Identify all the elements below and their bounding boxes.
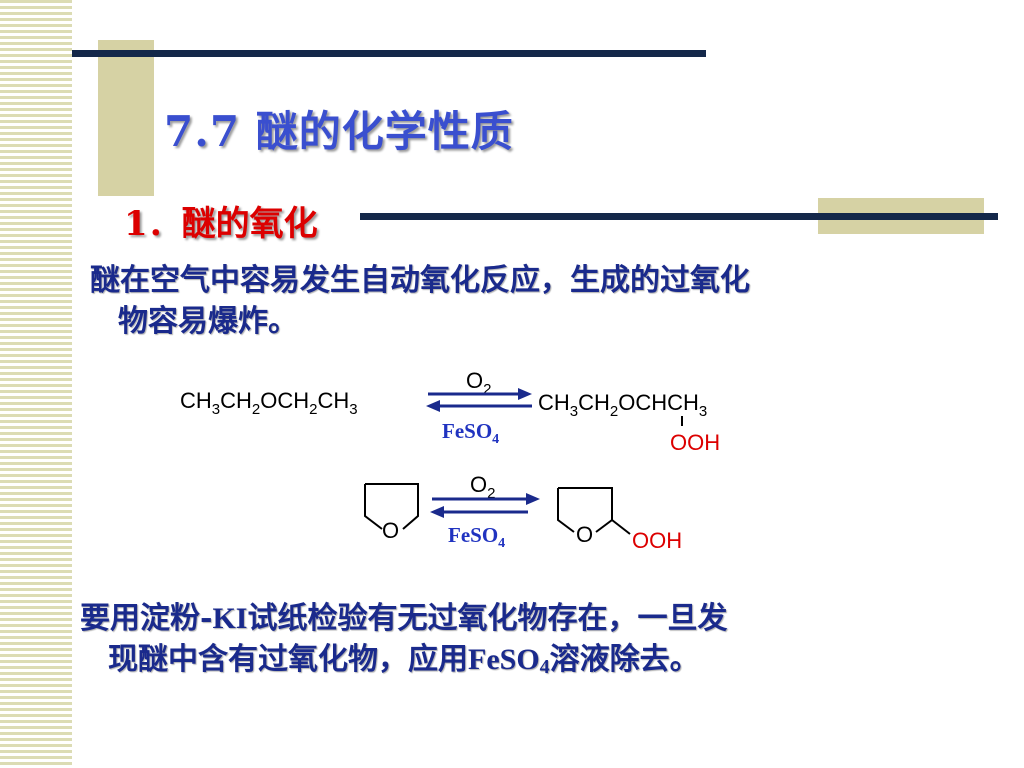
top-divider-bar xyxy=(72,50,706,57)
olive-accent-block xyxy=(98,40,154,196)
subtitle-divider-bar xyxy=(360,213,998,220)
hydroperoxy-group-1: OOH xyxy=(670,430,720,455)
reagent-oxygen-2: O2 xyxy=(470,472,495,502)
peroxide-test-note: 要用淀粉-KI试纸检验有无过氧化物存在，一旦发 现醚中含有过氧化物，应用FeSO… xyxy=(80,598,990,688)
thf-ring-oxygen: O xyxy=(382,518,399,543)
product-ring-left xyxy=(557,488,575,533)
product-ether-hydroperoxide: CH3CH2OCHCH3 xyxy=(538,390,707,420)
reagent-ferrous-sulfate-2: FeSO4 xyxy=(448,523,505,551)
reverse-arrow-head xyxy=(426,400,440,412)
description-line-1: 醚在空气中容易发生自动氧化反应，生成的过氧化 xyxy=(90,263,750,298)
note-line-1: 要用淀粉-KI试纸检验有无过氧化物存在，一旦发 xyxy=(80,601,728,636)
thf-ring-left xyxy=(364,484,383,530)
hydroperoxy-group-2: OOH xyxy=(632,528,682,553)
description-line-2: 物容易爆炸。 xyxy=(118,304,298,339)
reaction-1: CH3CH2OCH2CH3 O2 FeSO4 CH3CH2OCHCH3 OOH xyxy=(180,368,720,455)
oxidation-description: 醚在空气中容易发生自动氧化反应，生成的过氧化 物容易爆炸。 xyxy=(90,260,990,342)
thf-ring-right xyxy=(365,483,419,530)
side-stripe-decoration xyxy=(0,0,72,768)
product-ring-oxygen: O xyxy=(576,522,593,547)
reaction-2: O O2 FeSO4 O OOH xyxy=(364,472,682,553)
reverse-arrow-head-2 xyxy=(430,506,444,518)
product-ring-substituent-bond xyxy=(611,519,631,535)
section-heading: 1．醚的氧化 xyxy=(124,204,318,244)
ki-formula: KI xyxy=(212,602,248,635)
note-line-2: 现醚中含有过氧化物，应用FeSO4溶液除去。 xyxy=(108,642,700,678)
slide-title: 7.7 醚的化学性质 xyxy=(164,107,514,156)
forward-arrow-head-2 xyxy=(526,493,540,505)
reagent-oxygen: O2 xyxy=(466,368,491,398)
product-ring-right xyxy=(558,487,613,533)
forward-arrow-head xyxy=(518,388,532,400)
reactant-diethyl-ether: CH3CH2OCH2CH3 xyxy=(180,388,358,418)
reagent-ferrous-sulfate: FeSO4 xyxy=(442,419,499,447)
feso4-formula: FeSO4 xyxy=(468,643,550,678)
reaction-schemes: CH3CH2OCH2CH3 O2 FeSO4 CH3CH2OCHCH3 OOH … xyxy=(180,368,720,553)
